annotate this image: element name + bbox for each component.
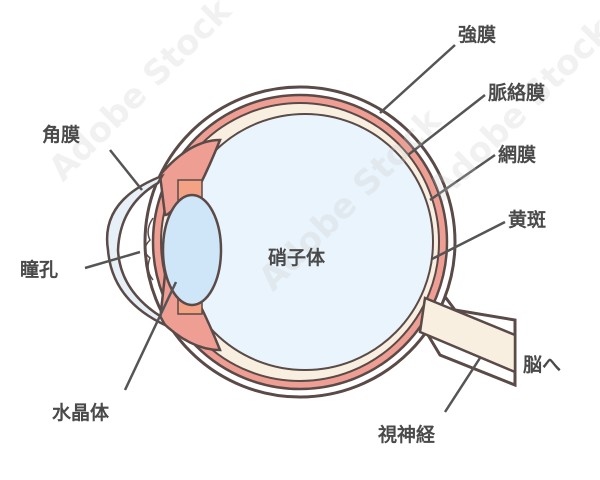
pupil-outline — [144, 217, 154, 281]
label-pupil: 瞳孔 — [20, 259, 59, 281]
leader-sclera — [379, 44, 456, 114]
label-macula: 黄斑 — [508, 209, 547, 231]
label-retina: 網膜 — [498, 144, 537, 166]
leader-choroid — [407, 94, 486, 156]
leader-retina — [429, 153, 496, 202]
leader-pupil — [84, 250, 141, 270]
optic-nerve — [418, 296, 517, 374]
label-optic-nerve: 視神経 — [378, 424, 436, 446]
leader-cornea — [109, 149, 143, 191]
cornea — [105, 173, 168, 328]
label-cornea: 角膜 — [42, 124, 81, 146]
label-sclera: 強膜 — [458, 24, 497, 46]
label-vitreous: 硝子体 — [268, 247, 326, 269]
leader-lines — [84, 44, 506, 413]
leader-optic-nerve — [443, 357, 482, 413]
lens — [161, 193, 223, 307]
label-choroid: 脈絡膜 — [488, 82, 546, 104]
label-lens: 水晶体 — [52, 402, 110, 424]
label-to-brain: 脳へ — [523, 354, 562, 376]
leader-lens — [123, 281, 178, 391]
leader-macula — [431, 220, 506, 261]
